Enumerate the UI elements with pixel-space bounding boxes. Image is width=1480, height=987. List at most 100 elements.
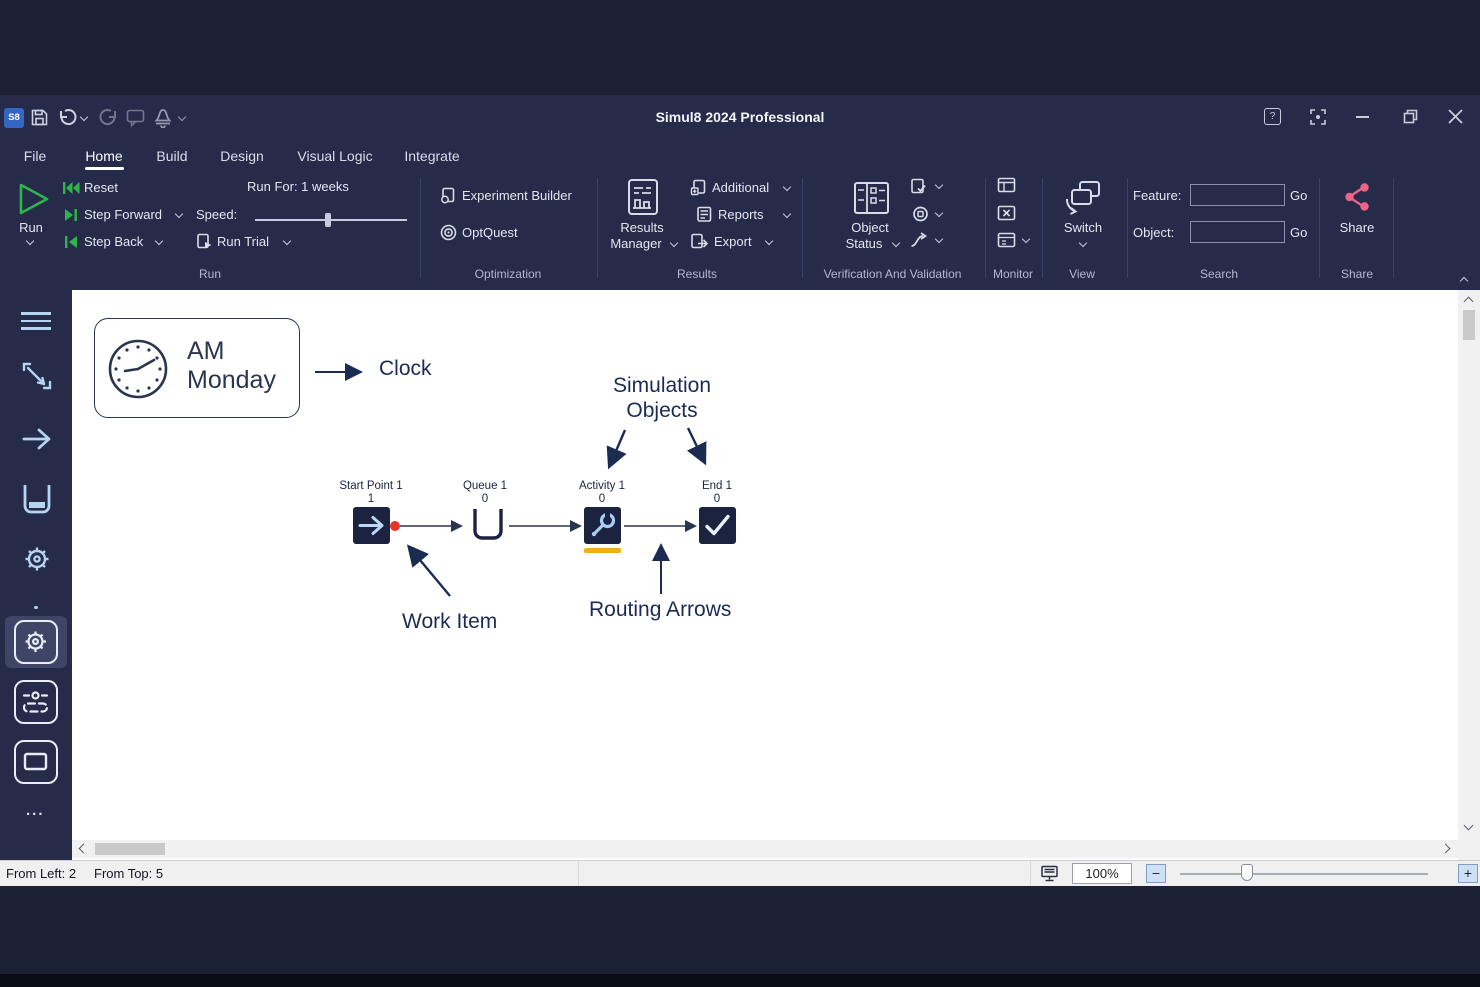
share-icon[interactable] [1342,182,1372,212]
tab-visual-logic[interactable]: Visual Logic [297,148,373,164]
validate-doc-chevron[interactable] [934,180,944,190]
run-button-label[interactable]: Run [19,220,43,235]
zoom-in-button[interactable]: + [1458,864,1478,883]
zoom-slider-track[interactable] [1180,873,1428,875]
run-trial-icon[interactable] [196,233,213,250]
tab-design[interactable]: Design [220,148,264,164]
save-icon[interactable] [30,108,49,127]
optquest-label[interactable]: OptQuest [462,225,518,240]
minimize-button[interactable] [1356,116,1369,118]
monitor-watch-chevron[interactable] [1021,234,1031,244]
horizontal-scrollbar[interactable] [72,840,1458,858]
additional-results-chevron[interactable] [782,182,792,192]
reset-icon[interactable] [62,181,80,195]
scroll-right-arrow[interactable] [1440,843,1451,854]
close-button[interactable] [1447,108,1464,125]
queue-object[interactable] [468,507,508,545]
reports-chevron[interactable] [782,209,792,219]
export-label[interactable]: Export [714,234,752,249]
tab-build[interactable]: Build [156,148,188,164]
monitor-excel-icon[interactable] [997,205,1016,221]
object-status-label2[interactable]: Status [845,236,883,251]
step-back-icon[interactable] [62,235,80,249]
validate-doc-icon[interactable] [910,178,927,195]
bell-dropdown-chevron[interactable] [177,112,187,122]
scroll-left-arrow[interactable] [78,843,89,854]
share-label[interactable]: Share [1339,220,1375,235]
clock-widget[interactable]: AM Monday [94,318,300,418]
results-manager-label1[interactable]: Results [620,220,664,235]
experiment-builder-label[interactable]: Experiment Builder [462,188,572,203]
flow-arrow-chevron[interactable] [934,234,944,244]
switch-view-icon[interactable] [1062,178,1104,216]
results-manager-icon[interactable] [623,178,663,216]
fit-screen-icon[interactable] [1040,865,1059,883]
sidebar-item-resources[interactable] [14,680,58,724]
feature-search-input[interactable] [1190,184,1285,206]
horizontal-scroll-thumb[interactable] [95,843,165,855]
simulation-canvas[interactable]: AM Monday Clock Simulation Objects Start… [72,290,1458,860]
switch-view-label[interactable]: Switch [1063,220,1103,235]
object-status-chevron[interactable] [891,238,901,248]
step-back-label[interactable]: Step Back [84,234,144,249]
object-go-button[interactable]: Go [1290,225,1308,240]
collapse-ribbon-chevron[interactable] [1459,276,1469,286]
object-status-label1[interactable]: Object [851,220,889,235]
run-dropdown-chevron[interactable] [25,236,35,246]
reports-icon[interactable] [696,206,713,223]
tab-file[interactable]: File [23,148,47,164]
start-point-tool-icon[interactable] [20,424,54,454]
restore-button[interactable] [1402,108,1419,125]
step-forward-chevron[interactable] [174,209,184,219]
switch-view-chevron[interactable] [1078,238,1088,248]
activity-object[interactable] [584,507,621,544]
reports-label[interactable]: Reports [718,207,764,222]
zoom-value[interactable]: 100% [1072,863,1132,884]
speed-slider-track[interactable] [255,219,407,221]
expand-diagonal-icon[interactable] [20,360,54,394]
zoom-slider-thumb[interactable] [1241,864,1253,881]
watch-circle-chevron[interactable] [934,208,944,218]
bell-icon[interactable] [153,107,173,128]
reset-label[interactable]: Reset [84,180,118,195]
feature-go-button[interactable]: Go [1290,188,1308,203]
scroll-down-arrow[interactable] [1463,820,1474,831]
additional-results-icon[interactable] [690,179,707,196]
results-manager-label2[interactable]: Manager [610,236,662,251]
flow-arrow-icon[interactable] [910,232,929,249]
step-forward-icon[interactable] [62,208,80,222]
hamburger-menu-icon[interactable] [21,312,51,330]
activity-tool-icon[interactable] [20,542,54,576]
object-search-input[interactable] [1190,221,1285,243]
export-icon[interactable] [690,233,709,250]
vertical-scrollbar[interactable] [1458,290,1480,860]
tab-integrate[interactable]: Integrate [404,148,460,164]
export-chevron[interactable] [764,236,774,246]
watch-circle-icon[interactable] [912,206,929,223]
tab-home[interactable]: Home [85,148,123,164]
sidebar-item-frame[interactable] [14,740,58,784]
step-back-chevron[interactable] [154,236,164,246]
vertical-scroll-thumb[interactable] [1463,310,1475,340]
monitor-watch-icon[interactable] [997,232,1016,248]
optquest-icon[interactable] [440,224,457,241]
run-trial-label[interactable]: Run Trial [217,234,270,249]
monitor-table-icon[interactable] [997,177,1016,193]
run-button-icon[interactable] [14,180,52,218]
help-button[interactable]: ? [1264,108,1281,125]
undo-icon[interactable] [56,107,77,128]
sidebar-item-settings[interactable] [14,620,58,664]
work-item-dot[interactable] [390,521,400,531]
additional-results-label[interactable]: Additional [712,180,770,195]
run-trial-chevron[interactable] [282,236,292,246]
queue-tool-icon[interactable] [20,482,54,516]
step-forward-label[interactable]: Step Forward [84,207,163,222]
results-manager-chevron[interactable] [669,238,679,248]
undo-dropdown-chevron[interactable] [79,112,89,122]
scroll-up-arrow[interactable] [1463,296,1474,307]
sidebar-more[interactable]: ... [26,802,45,819]
zoom-out-button[interactable]: − [1146,864,1166,883]
capture-icon[interactable] [1309,108,1327,126]
object-status-icon[interactable] [853,180,891,216]
speed-slider-thumb[interactable] [325,213,331,227]
